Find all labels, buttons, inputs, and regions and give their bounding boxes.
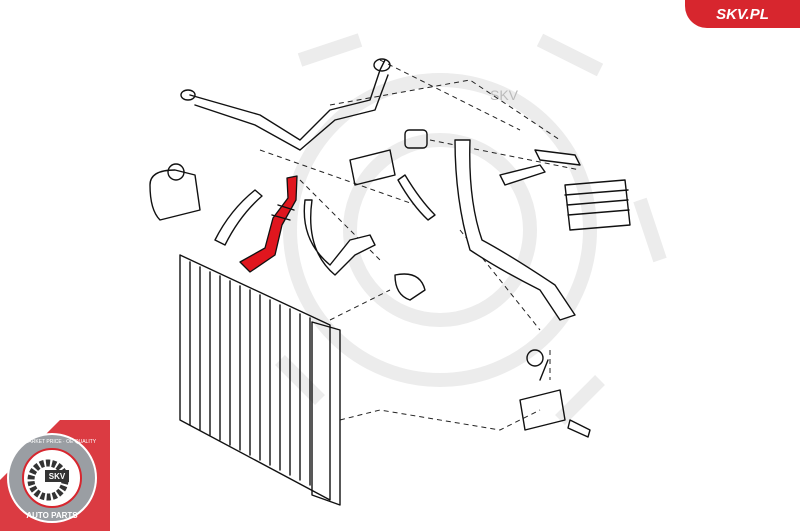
badge-center-text: SKV [49,472,66,481]
hose-clamp [271,204,295,221]
hose [534,149,581,166]
coolant-pipe [189,59,389,151]
brand-label: SKV.PL [716,5,769,23]
watermark-gear: SKV [275,33,667,425]
skv-badge: SKV AFTERMARKET PRICE · OE QUALITY AUTO … [0,420,110,531]
hose [394,273,426,301]
temperature-sensor [567,419,591,438]
highlighted-radiator-hose [239,175,298,273]
brand-tag[interactable]: SKV.PL [685,0,800,28]
hose [397,174,436,221]
badge-ring-bottom-text: AUTO PARTS [26,511,78,520]
clip [526,349,544,367]
hose [214,189,263,246]
thermostat [404,129,428,149]
expansion-tank [149,169,201,221]
hose [303,199,376,276]
badge-ring-top-text: AFTERMARKET PRICE · OE QUALITY [8,439,97,445]
leader-lines [259,59,581,431]
tank-cap [167,163,185,181]
hose [454,139,576,321]
oil-cooler [564,179,631,231]
o-ring [180,89,196,101]
watermark-text: SKV [490,87,519,103]
thermostat-housing [349,149,396,186]
o-ring [373,58,391,72]
hose [499,164,546,186]
t-connector [519,359,566,431]
radiator [179,254,341,506]
